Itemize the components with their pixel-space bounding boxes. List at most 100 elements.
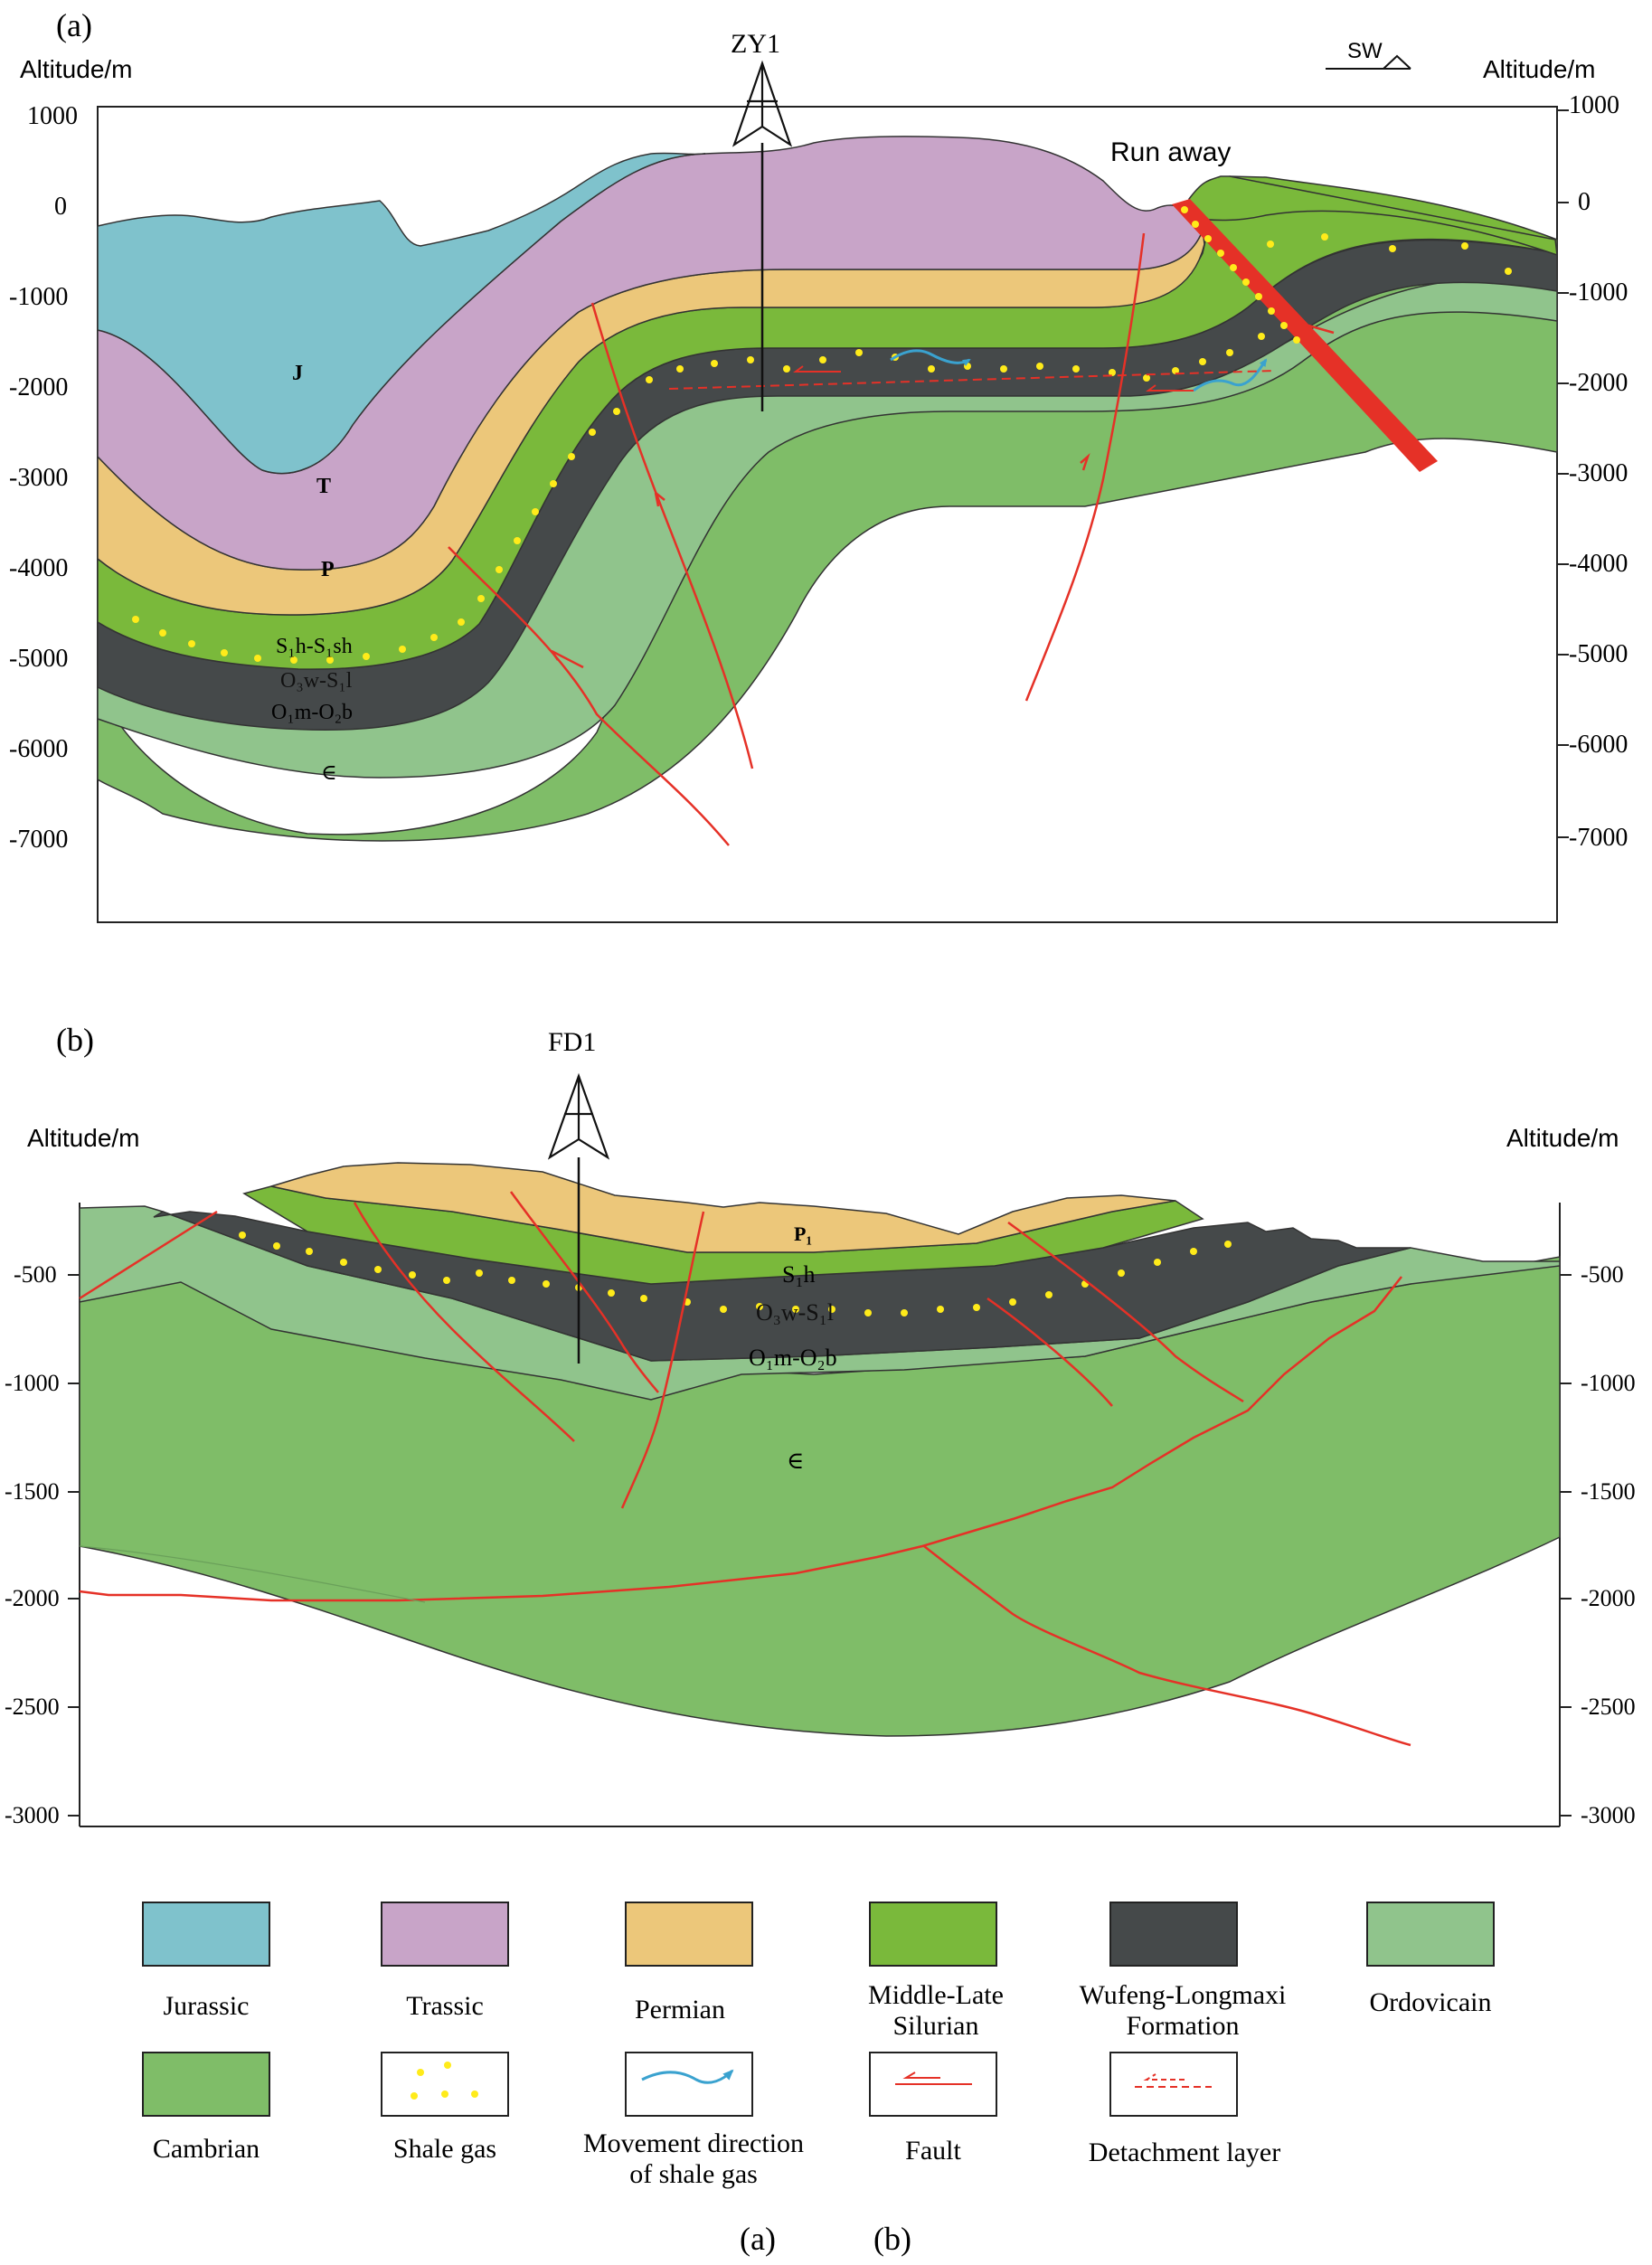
- legend-label-permian: Permian: [635, 1995, 725, 2024]
- legend-swatch-permian: [625, 1902, 753, 1967]
- run-away-fault: [1172, 199, 1438, 472]
- thin-boundary-b: [79, 1545, 426, 1603]
- panel-b-label: (b): [56, 1022, 94, 1058]
- axis-label-left-b: Altitude/m: [27, 1124, 140, 1152]
- svg-text:-3000: -3000: [1569, 459, 1628, 487]
- label-silurian-b: S₁h: [782, 1261, 816, 1288]
- panel-b: (b) Altitude/m Altitude/m: [5, 1022, 1636, 1828]
- legend-label-wufeng-1: Wufeng-Longmaxi: [1080, 1980, 1287, 2010]
- svg-text:0: 0: [54, 193, 67, 221]
- svg-text:1000: 1000: [27, 102, 78, 130]
- layer-silurian-right-top: [1188, 175, 1558, 257]
- axis-label-right: Altitude/m: [1483, 55, 1596, 83]
- svg-text:-5000: -5000: [1569, 640, 1628, 668]
- y-axis-left-a: 1000 0 -1000 -2000 -3000 -4000 -5000 -60…: [9, 102, 78, 854]
- well-label-fd1: FD1: [548, 1027, 596, 1057]
- label-cambrian-b: ∈: [787, 1448, 804, 1474]
- y-axis-right-a: 1000 0 -1000 -2000 -3000 -4000 -5000 -60…: [1569, 91, 1628, 852]
- label-cambrian: ∈: [321, 761, 337, 785]
- label-jurassic: J: [292, 362, 303, 385]
- legend-swatch-wufeng: [1109, 1902, 1238, 1967]
- well-label-zy1: ZY1: [731, 29, 780, 59]
- panel-a-label: (a): [56, 7, 92, 43]
- legend-label-cambrian: Cambrian: [153, 2134, 260, 2164]
- svg-text:-5000: -5000: [9, 645, 68, 673]
- svg-text:0: 0: [1578, 188, 1591, 216]
- panel-a: (a) Altitude/m Altitude/m: [9, 7, 1628, 923]
- svg-text:-2000: -2000: [1569, 369, 1628, 397]
- svg-text:1000: 1000: [1569, 91, 1619, 119]
- svg-text:-2000: -2000: [1581, 1585, 1636, 1611]
- legend-label-movement-2: of shale gas: [629, 2159, 758, 2189]
- faults-b: [79, 1191, 1411, 1747]
- svg-text:-6000: -6000: [1569, 731, 1628, 759]
- svg-text:-1000: -1000: [9, 283, 68, 311]
- legend-swatch-shale-gas: [381, 2052, 509, 2117]
- legend-swatch-jurassic: [142, 1902, 270, 1967]
- faults-a: [448, 232, 1335, 846]
- label-wufeng-b: O₃w-S₁l: [756, 1299, 834, 1326]
- derrick-icon: [732, 60, 793, 147]
- label-triassic: T: [316, 475, 331, 498]
- derrick-icon: [547, 1072, 610, 1160]
- y-axis-right-b: -500 -1000 -1500 -2000 -2500 -3000: [1581, 1261, 1636, 1828]
- legend-swatch-movement: [625, 2052, 753, 2117]
- label-wufeng: O₃w-S₁l: [280, 669, 353, 693]
- svg-text:-2000: -2000: [9, 373, 68, 401]
- legend-label-jurassic: Jurassic: [164, 1991, 250, 2021]
- legend-label-shale-gas: Shale gas: [393, 2134, 496, 2164]
- legend-swatch-detachment: [1109, 2052, 1238, 2117]
- layer-jurassic: [97, 152, 706, 475]
- legend-swatch-ordovician: [1366, 1902, 1495, 1967]
- legend-label-silurian-2: Silurian: [893, 2011, 979, 2041]
- svg-text:-500: -500: [14, 1261, 57, 1288]
- label-ordovician: O₁m-O₂b: [271, 701, 353, 724]
- legend-swatch-silurian: [869, 1902, 997, 1967]
- svg-text:-7000: -7000: [1569, 824, 1628, 852]
- legend-swatch-triassic: [381, 1902, 509, 1967]
- legend-label-wufeng-2: Formation: [1127, 2011, 1240, 2041]
- legend-label-triassic: Trassic: [406, 1991, 484, 2021]
- layer-permian-b: [270, 1162, 1176, 1253]
- svg-text:-4000: -4000: [1569, 550, 1628, 578]
- gas-movement-arrow-a1: [890, 349, 971, 366]
- svg-text:-500: -500: [1581, 1261, 1624, 1288]
- legend-swatch-cambrian: [142, 2052, 270, 2117]
- svg-text:-7000: -7000: [9, 826, 68, 854]
- y-axis-left-b: -500 -1000 -1500 -2000 -2500 -3000: [5, 1261, 60, 1828]
- svg-text:-1500: -1500: [1581, 1478, 1636, 1505]
- svg-text:-6000: -6000: [9, 735, 68, 763]
- axis-label-right-b: Altitude/m: [1506, 1124, 1619, 1152]
- svg-text:-1500: -1500: [5, 1478, 60, 1505]
- shale-gas-dots-a: [132, 233, 1512, 664]
- legend-label-movement-1: Movement direction: [583, 2128, 804, 2158]
- gas-movement-arrow-a2: [1193, 358, 1268, 392]
- layer-cambrian-b: [79, 1256, 1561, 1737]
- svg-text:-1000: -1000: [5, 1370, 60, 1396]
- svg-text:-2500: -2500: [5, 1694, 60, 1720]
- compass-icon: [1326, 54, 1411, 70]
- legend: Jurassic Trassic Permian Middle-Late Sil…: [142, 1902, 1495, 2189]
- legend-label-fault: Fault: [905, 2136, 961, 2166]
- label-ordovician-b: O₁m-O₂b: [749, 1345, 837, 1371]
- label-permian: P: [321, 558, 335, 581]
- svg-text:-1000: -1000: [1569, 278, 1628, 307]
- svg-text:-4000: -4000: [9, 554, 68, 582]
- legend-label-detachment: Detachment layer: [1089, 2138, 1280, 2167]
- direction-label: SW: [1347, 39, 1383, 63]
- shale-gas-dots-b: [239, 1232, 1232, 1317]
- svg-text:-2000: -2000: [5, 1585, 60, 1611]
- axis-label-left: Altitude/m: [20, 55, 133, 83]
- svg-text:-1000: -1000: [1581, 1370, 1636, 1396]
- figure-caption: (a) (b): [740, 2221, 911, 2257]
- svg-text:-3000: -3000: [1581, 1802, 1636, 1828]
- legend-label-silurian-1: Middle-Late: [868, 1980, 1004, 2010]
- label-permian-b: P₁: [794, 1222, 812, 1245]
- svg-text:-2500: -2500: [1581, 1694, 1636, 1720]
- run-away-label: Run away: [1110, 137, 1231, 167]
- detachment-arrows-a: [793, 365, 1194, 392]
- svg-text:-3000: -3000: [9, 464, 68, 492]
- svg-text:-3000: -3000: [5, 1802, 60, 1828]
- legend-label-ordovician: Ordovicain: [1370, 1987, 1492, 2017]
